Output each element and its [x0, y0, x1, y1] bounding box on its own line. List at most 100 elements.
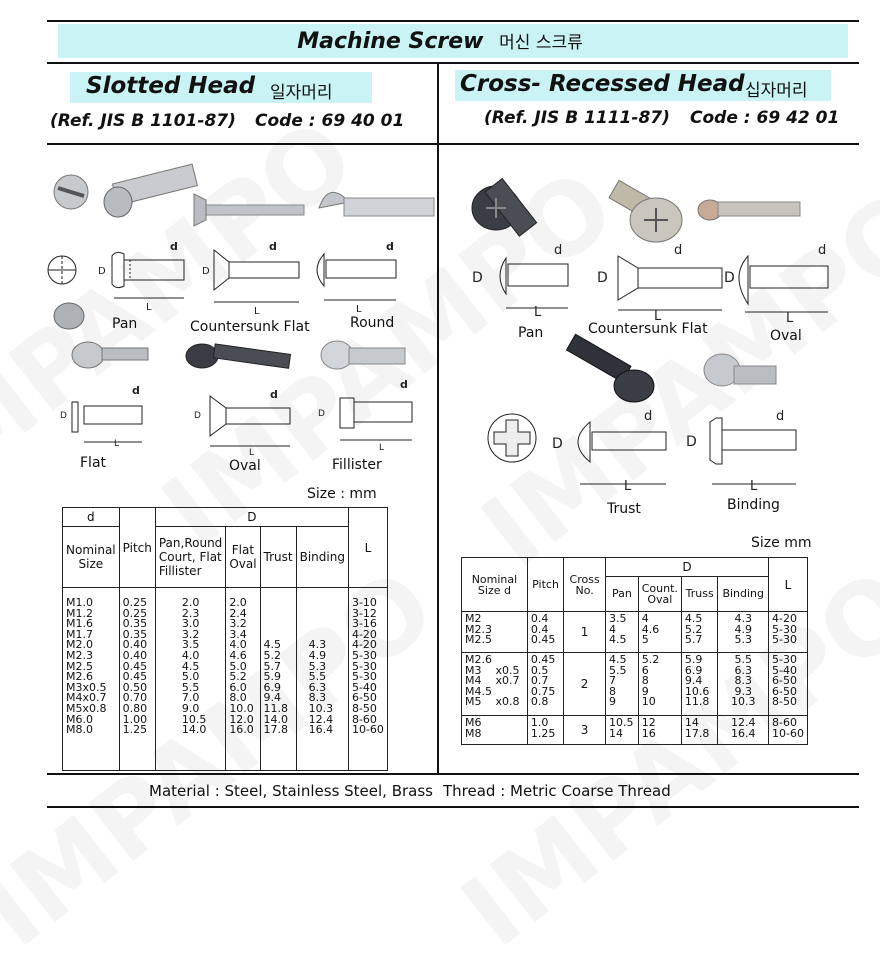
- slotted-countersunk-drawing: L d D: [202, 240, 300, 317]
- cross-th-count: Count. Oval: [637, 576, 682, 612]
- slotted-th-pitch: Pitch: [118, 507, 156, 588]
- slotted-title-banner: [70, 72, 372, 103]
- cross-g1-L: 4-20 5-30 5-30: [767, 611, 809, 653]
- svg-text:d: d: [554, 243, 562, 258]
- cross-illustrations: L d D L d D L d D L d D L d D: [471, 177, 829, 494]
- page-title: Machine Screw 머신 스크류: [0, 28, 880, 54]
- footer-material: Material : Steel, Stainless Steel, Brass: [149, 782, 433, 800]
- cross-countersunk-photo: [608, 179, 683, 243]
- svg-text:D: D: [686, 434, 697, 450]
- svg-text:d: d: [170, 240, 178, 253]
- cross-g3-count: 12 16: [637, 715, 682, 745]
- svg-text:D: D: [597, 270, 608, 286]
- svg-text:d: d: [776, 409, 784, 424]
- slotted-col-trust: 4.5 5.2 5.7 5.9 6.9 9.4 11.8 14.0 17.8: [259, 587, 297, 771]
- cross-pan-photo: [471, 177, 538, 237]
- slotted-col-pitch: 0.25 0.25 0.35 0.35 0.40 0.40 0.45 0.45 …: [118, 587, 156, 771]
- cross-g1-binding: 4.3 4.9 5.3: [717, 611, 769, 653]
- svg-text:L: L: [750, 479, 758, 494]
- svg-text:D: D: [472, 270, 483, 286]
- cross-g2-binding: 5.5 6.3 8.3 9.3 10.3: [717, 652, 769, 716]
- svg-text:d: d: [674, 243, 682, 258]
- cross-g2-pitch: 0.45 0.5 0.7 0.75 0.8: [526, 652, 565, 716]
- slotted-th-trust: Trust: [259, 526, 297, 588]
- slotted-label-fillister: Fillister: [332, 457, 382, 473]
- svg-text:d: d: [132, 384, 140, 397]
- cross-trust-drawing: L d D: [552, 409, 667, 494]
- slotted-round-photo: [318, 192, 435, 217]
- slotted-col-binding: 4.3 4.9 5.3 5.5 6.3 8.3 10.3 12.4 16.4: [295, 587, 349, 771]
- svg-text:D: D: [552, 436, 563, 452]
- svg-text:L: L: [114, 439, 119, 449]
- cross-oval-photo: [697, 199, 801, 221]
- cross-th-pitch: Pitch: [526, 557, 565, 612]
- svg-text:d: d: [270, 388, 278, 401]
- slotted-col-flatoval: 2.0 2.4 3.2 3.4 4.0 4.6 5.0 5.2 6.0 8.0 …: [225, 587, 261, 771]
- svg-text:L: L: [786, 311, 794, 326]
- section-rule: [47, 143, 859, 145]
- cross-binding-drawing: L d D: [686, 409, 797, 494]
- slotted-title-korean: 일자머리: [270, 83, 333, 103]
- svg-text:L: L: [624, 479, 632, 494]
- cross-g1-pan: 3.5 4 4.5: [605, 611, 639, 653]
- slotted-fillister-drawing: L d D: [318, 378, 413, 453]
- slotted-head-top-view: [53, 302, 85, 330]
- svg-text:D: D: [202, 266, 210, 277]
- cross-head-top-view: [487, 413, 537, 463]
- slotted-label-flat: Flat: [80, 455, 107, 471]
- cross-binding-photo: [703, 353, 777, 387]
- page-title-korean: 머신 스크류: [499, 33, 583, 53]
- svg-text:D: D: [318, 409, 325, 419]
- slotted-size-unit: Size : mm: [307, 486, 377, 502]
- cross-label-trust: Trust: [607, 501, 641, 517]
- svg-text:D: D: [724, 270, 735, 286]
- footer-top-rule: [47, 773, 859, 775]
- slotted-flat-drawing: L d D: [60, 384, 143, 449]
- svg-text:L: L: [379, 443, 384, 453]
- slotted-th-binding: Binding: [295, 526, 349, 588]
- slotted-col-panround: 2.0 2.3 3.0 3.2 3.5 4.0 4.5 5.0 5.5 7.0 …: [154, 587, 227, 771]
- slotted-label-pan: Pan: [112, 316, 138, 332]
- slotted-oval-photo: [185, 343, 292, 369]
- svg-text:L: L: [249, 448, 254, 458]
- cross-g3-binding: 12.4 16.4: [717, 715, 769, 745]
- cross-g3-pitch: 1.0 1.25: [526, 715, 565, 745]
- cross-th-truss: Truss: [680, 576, 719, 612]
- footer-thread: Thread : Metric Coarse Thread: [443, 782, 671, 800]
- cross-th-L: L: [767, 557, 809, 612]
- cross-g2-sizes: M2.6 M3 x0.5 M4 x0.7 M4.5 M5 x0.8: [461, 652, 528, 716]
- slotted-round-drawing: L d: [316, 240, 397, 315]
- svg-text:L: L: [356, 304, 362, 315]
- slotted-table: d Pitch D L Nominal Size Pan,Round Court…: [62, 507, 388, 771]
- cross-code: Code : 69 42 01: [690, 108, 840, 128]
- cross-g1-truss: 4.5 5.2 5.7: [680, 611, 719, 653]
- cross-group-3: M6 M8 1.0 1.25 3 10.5 14 12 16 14 17.8 1…: [461, 715, 809, 745]
- center-divider: [437, 64, 439, 773]
- slotted-label-countersunk: Countersunk Flat: [190, 319, 310, 335]
- cross-title: Cross- Recessed Head: [460, 71, 745, 97]
- page-title-text: Machine Screw: [297, 29, 484, 54]
- svg-text:d: d: [818, 243, 826, 258]
- cross-g3-L: 8-60 10-60: [767, 715, 809, 745]
- svg-text:d: d: [386, 240, 394, 253]
- svg-text:d: d: [400, 378, 408, 391]
- slotted-flat-photo: [71, 341, 149, 369]
- footer-bottom-rule: [47, 806, 859, 808]
- slotted-col-sizes: M1.0 M1.2 M1.6 M1.7 M2.0 M2.3 M2.5 M2.6 …: [62, 587, 120, 771]
- cross-g2-pan: 4.5 5.5 7 8 9: [605, 652, 639, 716]
- svg-text:L: L: [146, 302, 152, 313]
- header-banner: [58, 24, 848, 58]
- cross-pan-drawing: L d D: [472, 243, 569, 320]
- cross-label-pan: Pan: [518, 325, 544, 341]
- svg-text:D: D: [98, 266, 106, 277]
- slotted-oval-drawing: L d D: [194, 388, 291, 458]
- slotted-code: Code : 69 40 01: [255, 111, 405, 131]
- svg-text:d: d: [644, 409, 652, 424]
- cross-oval-drawing: L d D: [724, 243, 829, 326]
- top-rule: [47, 20, 859, 22]
- cross-group-1: M2 M2.3 M2.5 0.4 0.4 0.45 1 3.5 4 4.5 4 …: [461, 611, 809, 653]
- cross-g1-cross: 1: [563, 611, 607, 653]
- slotted-pan-photo: [53, 163, 199, 218]
- svg-text:L: L: [534, 305, 542, 320]
- cross-countersunk-drawing: L d D: [597, 243, 723, 324]
